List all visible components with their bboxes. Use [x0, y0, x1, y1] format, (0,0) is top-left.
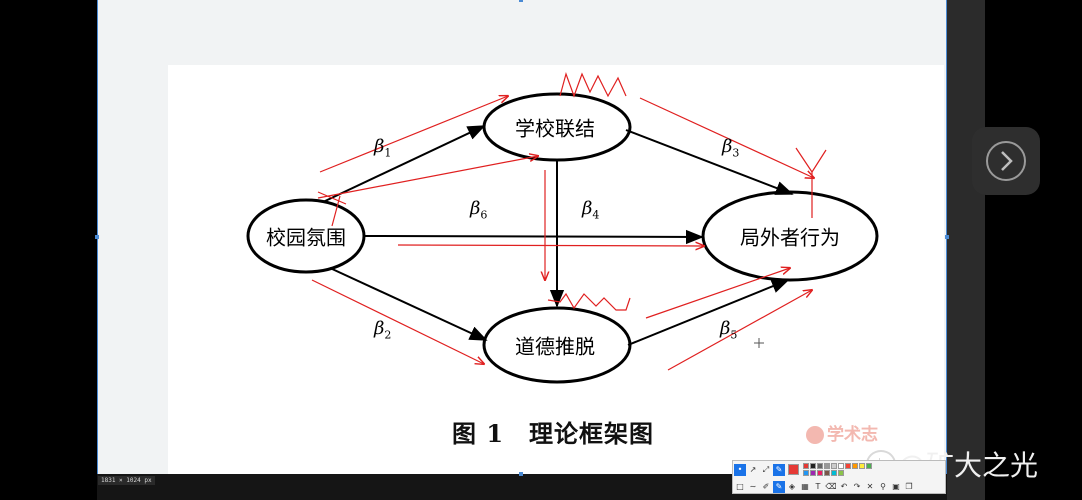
selection-size-label: 1831 × 1024 px	[98, 476, 155, 485]
arrow-tool-button[interactable]: ↗	[749, 465, 757, 474]
beta3-label: β3	[722, 136, 740, 160]
pin-button[interactable]: ⚲	[880, 482, 886, 491]
color-palette	[802, 462, 872, 477]
shape-tool-button[interactable]: □	[736, 482, 744, 491]
color-swatch-7[interactable]	[852, 462, 858, 469]
arrow-beta1	[322, 125, 486, 203]
selection-handle-right[interactable]	[945, 235, 949, 239]
color-swatch-12[interactable]	[817, 469, 823, 476]
mosaic-tool-button[interactable]: ▦	[801, 482, 809, 491]
current-color-swatch[interactable]	[788, 464, 799, 475]
fill-tool-button[interactable]: ◈	[788, 482, 796, 491]
selection-handle-bottom[interactable]	[519, 472, 523, 476]
color-swatch-13[interactable]	[824, 469, 830, 476]
color-swatch-0[interactable]	[803, 462, 809, 469]
undo-button[interactable]: ↶	[840, 482, 848, 491]
figure-caption: 图 1 理论框架图	[452, 419, 655, 448]
side-panel	[947, 0, 985, 500]
watermark-logo-icon	[806, 426, 824, 444]
toolbar-row-2: □ ∼ ✐ ✎ ◈ ▦ T ⌫ ↶ ↷ ✕ ⚲ ▣ ❐	[733, 478, 945, 495]
node-moral-label: 道德推脱	[515, 334, 595, 359]
annotation-toolbar: • ↗ ⤢ ✎ □ ∼ ✐ ✎ ◈ ▦ T ⌫ ↶ ↷ ✕ ⚲ ▣ ❐	[732, 460, 946, 494]
selection-handle-left[interactable]	[95, 235, 99, 239]
color-swatch-6[interactable]	[845, 462, 851, 469]
color-swatch-4[interactable]	[831, 462, 837, 469]
color-swatch-1[interactable]	[810, 462, 816, 469]
curve-tool-button[interactable]: ∼	[749, 482, 757, 491]
pen-tool-button[interactable]: ✎	[773, 463, 785, 476]
color-swatch-11[interactable]	[810, 469, 816, 476]
next-image-button[interactable]	[972, 127, 1040, 195]
color-swatch-2[interactable]	[817, 462, 823, 469]
node-bystander-label: 局外者行为	[740, 225, 840, 250]
toolbar-row-1: • ↗ ⤢ ✎	[733, 461, 945, 478]
color-swatch-9[interactable]	[866, 462, 872, 469]
selection-handle-top[interactable]	[519, 0, 523, 2]
marker-tool-button[interactable]: ✎	[773, 480, 785, 493]
color-swatch-8[interactable]	[859, 462, 865, 469]
copy-button[interactable]: ❐	[905, 482, 913, 491]
dot-tool-button[interactable]: •	[734, 463, 746, 476]
arrow-beta3	[625, 129, 794, 195]
chevron-right-icon	[986, 141, 1026, 181]
arrow-beta6	[363, 229, 704, 245]
arrow-beta5	[627, 279, 790, 346]
redo-button[interactable]: ↷	[853, 482, 861, 491]
plus-cursor	[754, 338, 764, 348]
eraser-tool-button[interactable]: ⌫	[825, 482, 837, 491]
watermark-center: 学术志	[806, 420, 878, 445]
color-swatch-3[interactable]	[824, 462, 830, 469]
node-school-label: 学校联结	[515, 116, 595, 141]
save-button[interactable]: ▣	[892, 482, 900, 491]
beta1-label: β1	[374, 136, 392, 160]
red-annotations	[311, 72, 827, 371]
beta5-label: β5	[720, 318, 738, 342]
pencil-tool-button[interactable]: ✐	[762, 482, 770, 491]
node-campus-label: 校园氛围	[266, 225, 346, 250]
double-arrow-tool-button[interactable]: ⤢	[762, 464, 770, 474]
beta2-label: β2	[374, 318, 392, 342]
close-button[interactable]: ✕	[866, 482, 874, 491]
text-tool-button[interactable]: T	[815, 482, 821, 491]
arrow-beta2	[329, 267, 488, 341]
color-swatch-15[interactable]	[838, 469, 844, 476]
beta6-label: β6	[470, 198, 488, 222]
beta4-label: β4	[582, 198, 600, 222]
color-swatch-5[interactable]	[838, 462, 844, 469]
color-swatch-14[interactable]	[831, 469, 837, 476]
color-swatch-10[interactable]	[803, 469, 809, 476]
